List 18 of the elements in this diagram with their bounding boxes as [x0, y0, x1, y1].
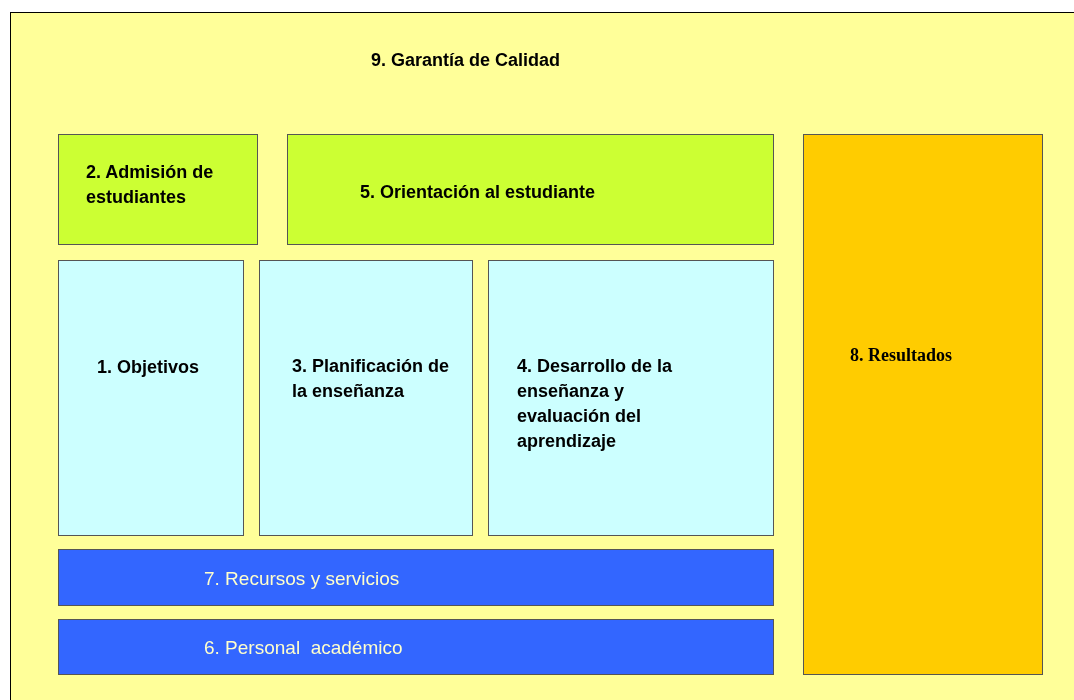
node-label: 2. Admisión de estudiantes: [86, 161, 215, 209]
process-box: [803, 134, 1043, 675]
process-box: [488, 260, 774, 536]
process-box: [259, 260, 473, 536]
process-box: [58, 260, 244, 536]
node-label: 9. Garantía de Calidad: [371, 49, 562, 72]
node-label: 6. Personal académico: [204, 636, 404, 660]
node-label: 1. Objetivos: [97, 356, 201, 379]
process-box: [287, 134, 774, 245]
node-label: 8. Resultados: [850, 344, 953, 367]
node-label: 7. Recursos y servicios: [204, 567, 401, 591]
node-label: 4. Desarrollo de la enseñanza y evaluación del aprendizaje: [517, 355, 674, 453]
process-box: [58, 134, 258, 245]
frame-box: [10, 12, 1074, 700]
process-bar: [58, 619, 774, 675]
process-bar: [58, 549, 774, 606]
node-label: 5. Orientación al estudiante: [360, 181, 597, 204]
node-label: 3. Planificación de la enseñanza: [292, 355, 451, 403]
